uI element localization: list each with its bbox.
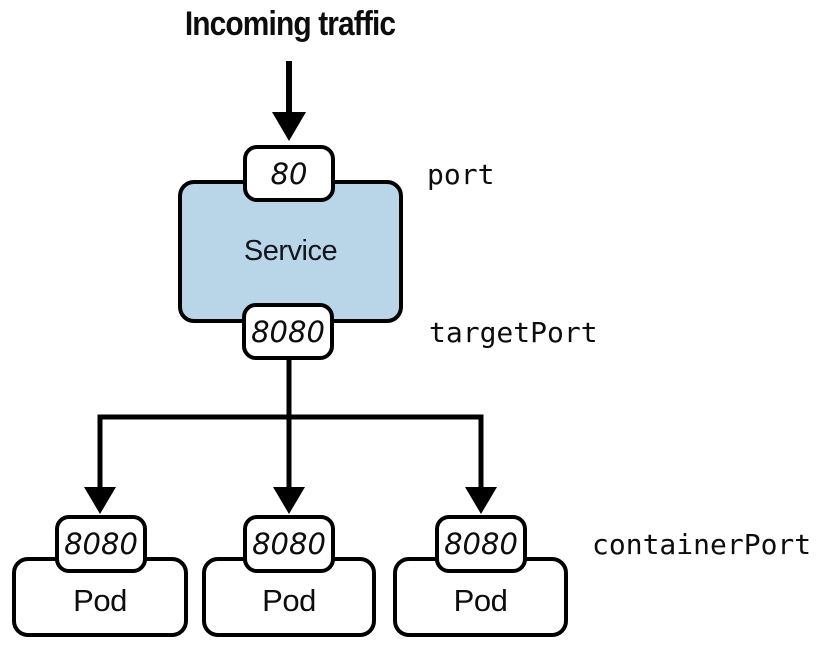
pod1-arrowhead-icon [84,487,116,514]
service-port-value: 80 [270,156,308,191]
service-target-port-badge: 8080 [242,303,334,360]
pod-box-2: Pod [202,557,376,637]
service-port-badge: 80 [243,145,335,202]
pod3-arrowhead-icon [465,487,497,514]
container-port-label: containerPort [592,528,812,561]
service-target-port-value: 8080 [251,314,325,349]
incoming-arrowhead-icon [272,112,306,141]
service-label: Service [243,235,338,267]
pod-3-port-badge: 8080 [435,515,527,573]
pod-2-label: Pod [262,583,316,618]
pod-2-port-value: 8080 [252,527,326,561]
pod-1-label: Pod [73,583,127,618]
pod-1-port-badge: 8080 [55,515,147,573]
target-port-label: targetPort [429,316,598,349]
pod-3-port-value: 8080 [444,527,518,561]
service-to-pods-connector [84,352,497,514]
pod-1-port-value: 8080 [64,527,138,561]
pod-3-label: Pod [453,583,508,618]
pod2-arrowhead-icon [273,487,305,514]
pod-box-1: Pod [12,557,188,637]
port-label: port [427,158,495,191]
incoming-traffic-label: Incoming traffic [184,5,396,43]
pod-2-port-badge: 8080 [243,515,335,573]
incoming-arrow [272,61,306,141]
